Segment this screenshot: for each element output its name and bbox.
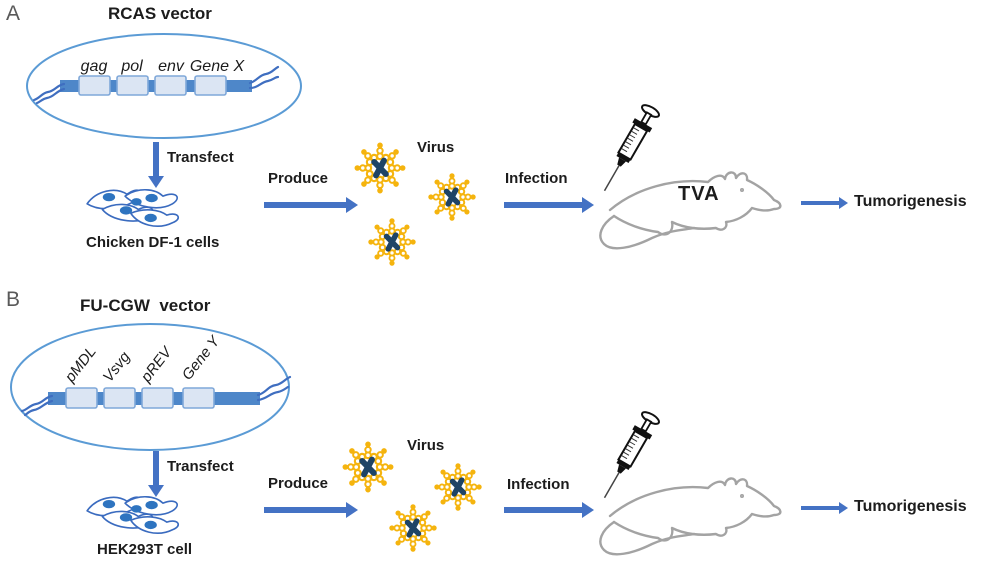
tumorigenesis-label-a: Tumorigenesis	[854, 193, 967, 210]
right-arrow-icon	[504, 197, 594, 213]
virus-label-a: Virus	[417, 139, 455, 156]
gene-label: env	[158, 58, 185, 75]
cell-cluster-icon	[86, 495, 180, 534]
syringe-icon	[598, 408, 663, 504]
infection-label-b: Infection	[507, 476, 570, 493]
gene-box	[103, 387, 136, 409]
right-arrow-icon	[504, 502, 594, 518]
infection-label-a: Infection	[505, 170, 568, 187]
tumorigenesis-label-b: Tumorigenesis	[854, 498, 967, 515]
right-arrow-icon	[264, 502, 358, 518]
mouse-genotype-label: TVA	[678, 183, 720, 205]
gene-box	[141, 387, 174, 409]
panel-b-letter: B	[6, 288, 21, 311]
right-arrow-icon	[801, 197, 848, 209]
gene-box	[182, 387, 215, 409]
plasmid-vector-icon: gag pol env Gene X	[26, 33, 302, 139]
gene-box	[154, 75, 187, 96]
gene-label: pREV	[137, 343, 176, 387]
gene-label: pMDL	[61, 343, 100, 386]
gene-box	[194, 75, 227, 96]
virus-particle-icon	[425, 170, 479, 224]
gene-box	[78, 75, 111, 96]
virus-particle-icon	[351, 139, 409, 197]
cells-label-b: HEK293T cell	[97, 541, 193, 558]
gene-label: Gene Y	[179, 332, 224, 383]
gene-label: gag	[81, 58, 108, 75]
produce-label-b: Produce	[268, 475, 329, 492]
gene-box	[65, 387, 98, 409]
panel-a-letter: A	[6, 2, 21, 25]
produce-label-a: Produce	[268, 170, 329, 187]
transfect-label-a: Transfect	[167, 149, 234, 166]
gene-label: Vsvg	[100, 348, 134, 385]
transfect-label-b: Transfect	[167, 458, 234, 475]
gene-label: Gene X	[190, 58, 246, 75]
vector-title-b: FU-CGW vector	[80, 296, 211, 315]
vector-title-a: RCAS vector	[108, 4, 212, 23]
right-arrow-icon	[264, 197, 358, 213]
plasmid-vector-icon: pMDL Vsvg pREV Gene Y	[10, 323, 292, 451]
down-arrow-icon	[148, 451, 164, 497]
virus-particle-icon	[365, 215, 419, 269]
virus-particle-icon	[339, 438, 397, 496]
cell-cluster-icon	[86, 188, 180, 227]
virus-label-b: Virus	[407, 437, 445, 454]
gene-label: pol	[120, 58, 143, 75]
cells-label-a: Chicken DF-1 cells	[86, 234, 220, 251]
down-arrow-icon	[148, 142, 164, 188]
right-arrow-icon	[801, 502, 848, 514]
virus-particle-icon	[386, 501, 440, 555]
gene-box	[116, 75, 149, 96]
